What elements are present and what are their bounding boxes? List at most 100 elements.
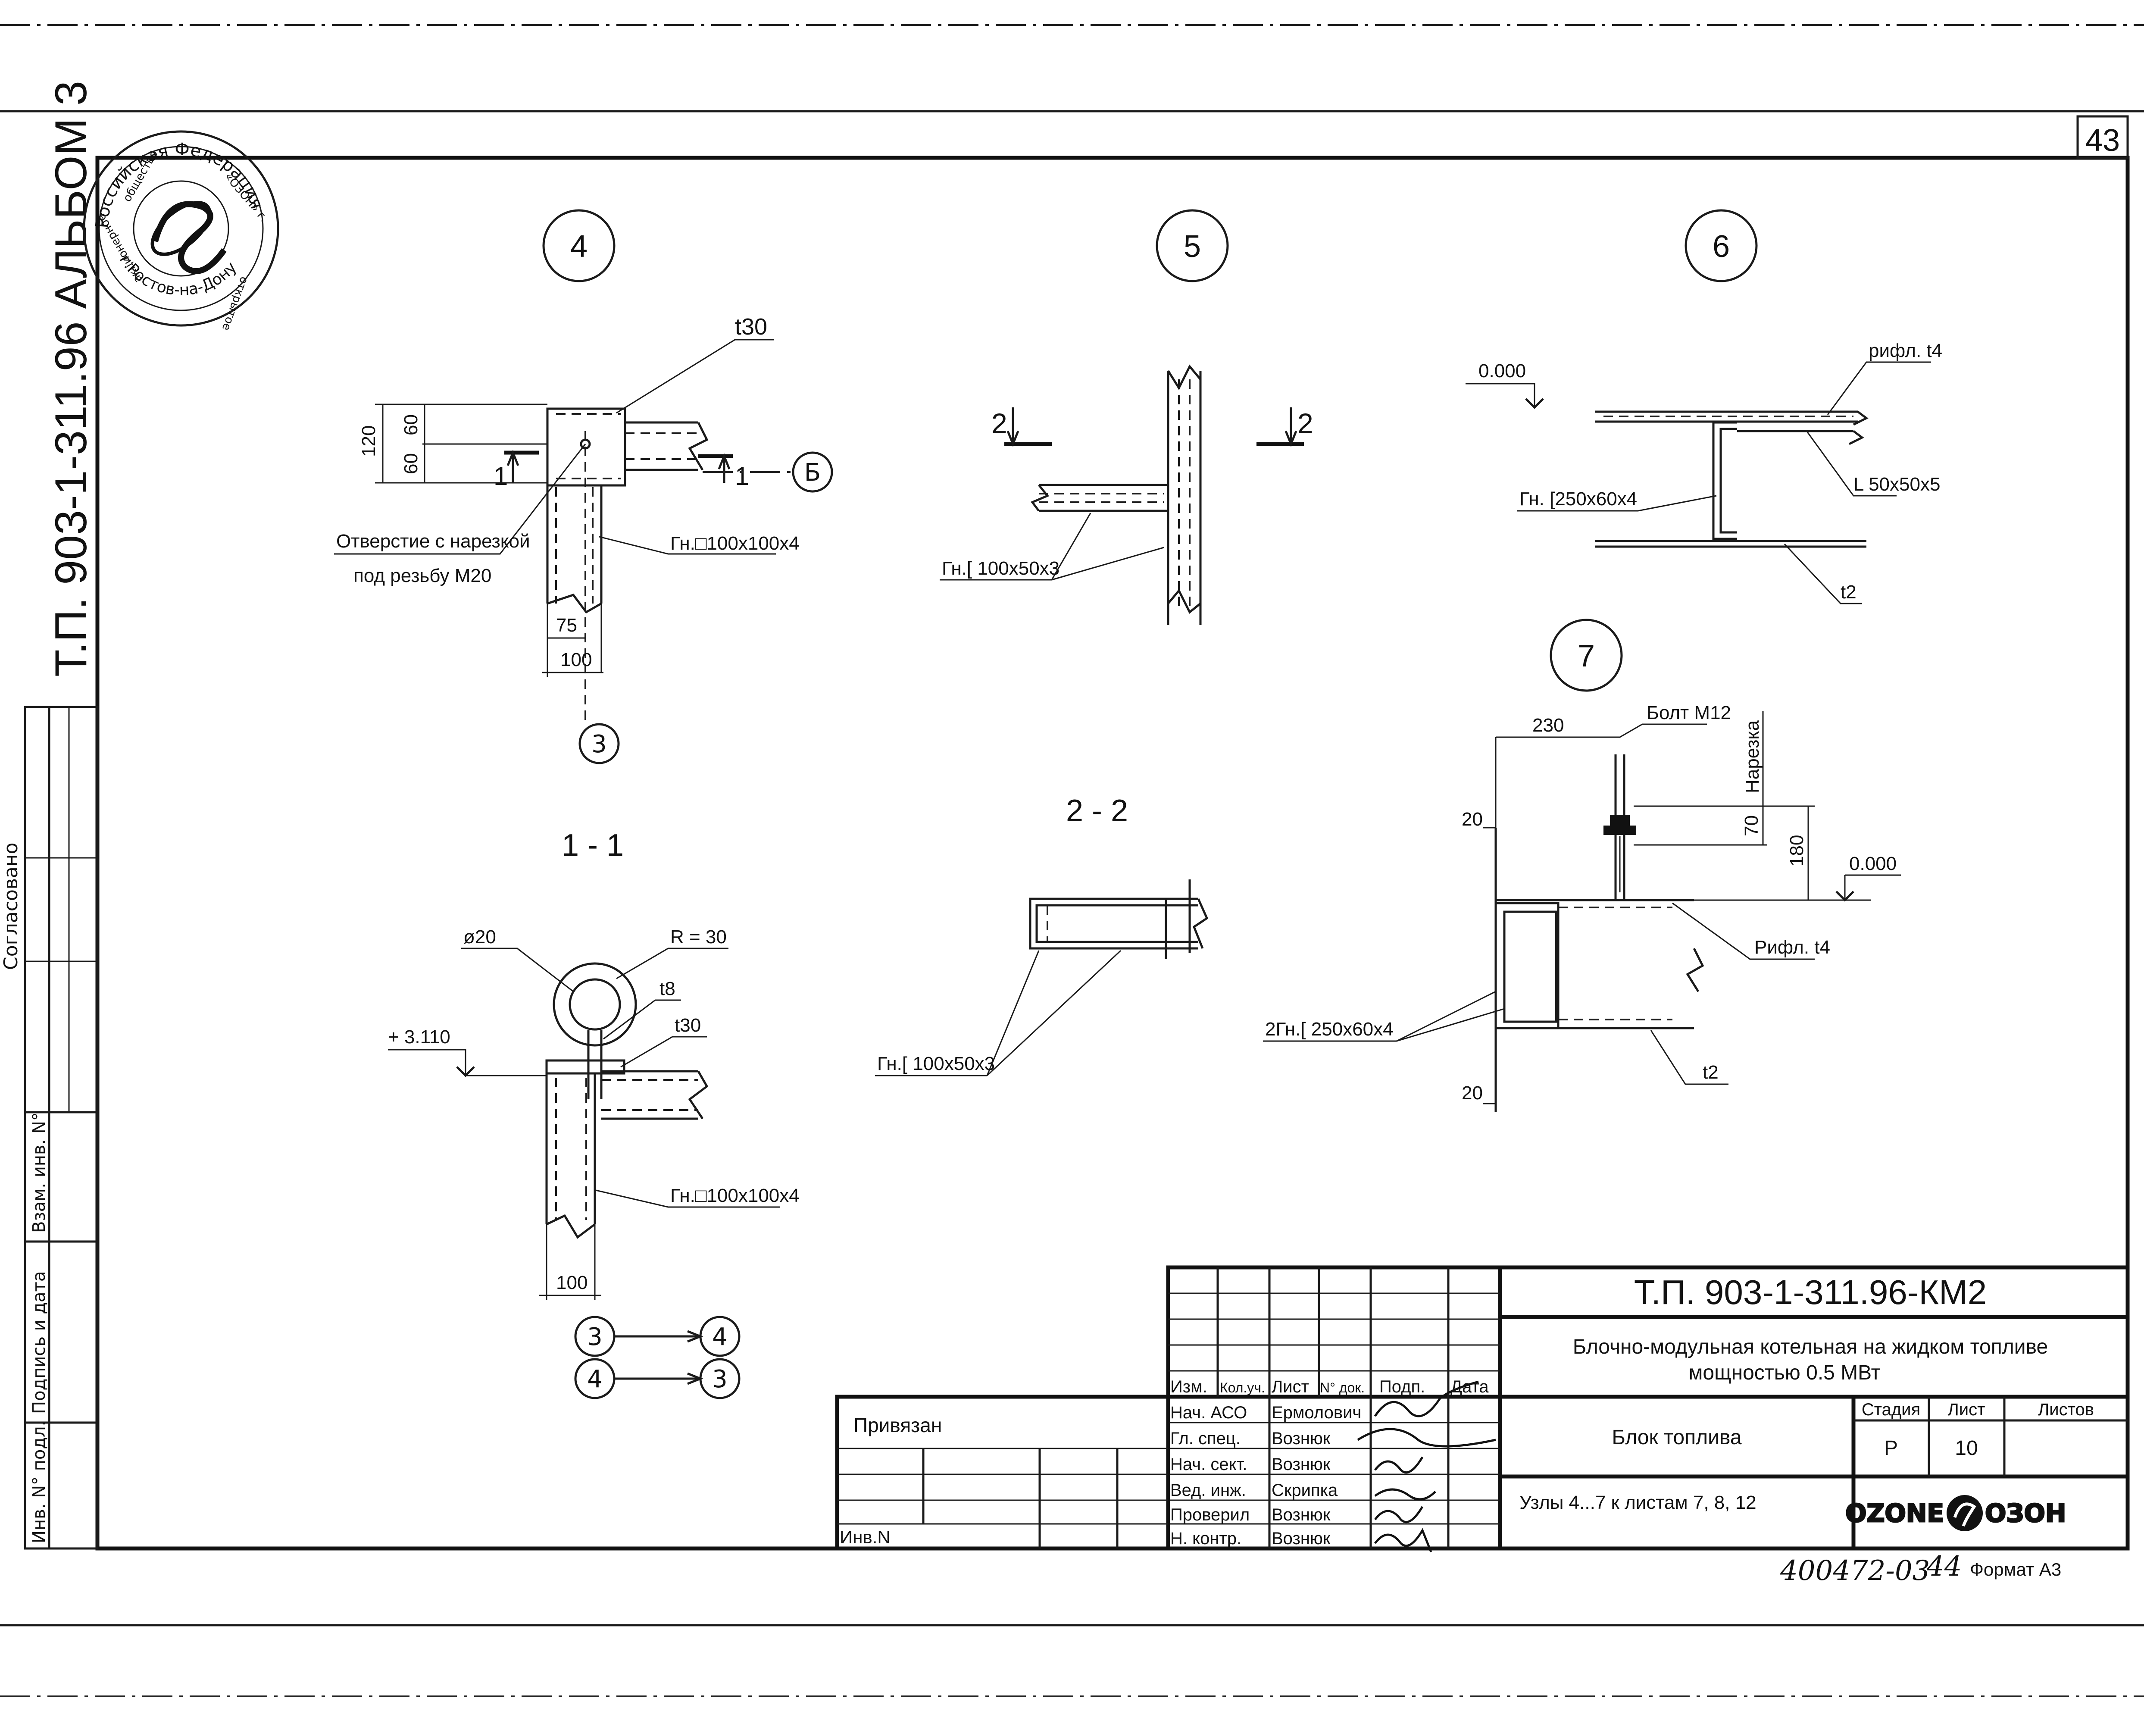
node-7-level: 0.000 xyxy=(1849,853,1897,874)
sheet-header: Лист xyxy=(1948,1400,1985,1419)
node-4-section-1a: 1 xyxy=(494,462,508,491)
title-block: Привязан Инв.N Изм. Кол.уч. Лист N° док.… xyxy=(835,1265,2130,1552)
node-4-hole-line1: Отверстие с нарезкой xyxy=(336,531,530,552)
ozone-logo: OZONE ОЗОН xyxy=(1845,1495,2067,1531)
node-4-section-1b: 1 xyxy=(735,462,749,491)
archive-number: 400472-03 xyxy=(1780,1555,1930,1587)
sheets-header: Листов xyxy=(2038,1400,2094,1419)
node-4-dim-60a: 60 xyxy=(400,414,422,435)
node-4-dim-120: 120 xyxy=(358,425,379,457)
node-6-t2: t2 xyxy=(1841,582,1856,603)
node-4-detail: 1 1 Б t30 Отверстие с нарезкой под резьб… xyxy=(334,314,833,764)
node-6-plate: рифл. t4 xyxy=(1869,340,1942,361)
section-1-1-tube: Гн.□100x100x4 xyxy=(670,1185,800,1206)
link-1-from: 3 xyxy=(587,1323,603,1351)
logo-right-text: ОЗОН xyxy=(1985,1498,2066,1528)
node-4-label: 4 xyxy=(570,229,588,264)
section-1-1-radius: R = 30 xyxy=(670,926,727,948)
stage-value: Р xyxy=(1884,1437,1898,1460)
project-title-line2: мощностью 0.5 МВт xyxy=(1688,1361,1880,1384)
node-4-ref-b: Б xyxy=(804,459,821,487)
section-1-1-diameter: ø20 xyxy=(463,926,496,948)
section-1-1-t8: t8 xyxy=(659,978,675,999)
node-5-label: 5 xyxy=(1184,229,1201,264)
project-title-line1: Блочно-модульная котельная на жидком топ… xyxy=(1573,1336,2048,1358)
logo-left-text: OZONE xyxy=(1845,1498,1944,1528)
node-4-hole-line2: под резьбу М20 xyxy=(353,565,491,586)
section-2-2: 2 - 2 Гн.[ 100x50x3 xyxy=(875,794,1209,1076)
node-7-bolt: Болт М12 xyxy=(1647,702,1731,723)
album-side-title: Т.П. 903-1-311.96 АЛЬБОМ 3 xyxy=(46,81,96,677)
role-4-name: Скрипка xyxy=(1272,1481,1338,1500)
scan-edge-lines xyxy=(0,24,2144,1697)
node-5-channel: Гн.[ 100x50x3 xyxy=(942,558,1059,579)
node-7-plate: Рифл. t4 xyxy=(1754,937,1830,958)
side-label-agreed: Согласовано xyxy=(0,842,22,970)
node-7-dim-230: 230 xyxy=(1532,715,1564,736)
sheet-number: 43 xyxy=(2085,123,2120,158)
title-block-inv: Инв.N xyxy=(840,1527,891,1547)
link-2-from: 4 xyxy=(587,1365,603,1393)
sheet-value: 10 xyxy=(1955,1437,1978,1460)
role-5-name: Вознюк xyxy=(1272,1505,1331,1524)
link-2-to: 3 xyxy=(712,1365,728,1393)
section-1-1-title: 1 - 1 xyxy=(562,828,624,863)
role-6-name: Вознюк xyxy=(1272,1529,1331,1548)
sheet-content-title: Узлы 4...7 к листам 7, 8, 12 xyxy=(1519,1492,1756,1513)
col-header-sign: Подп. xyxy=(1379,1377,1425,1396)
node-7-t2: t2 xyxy=(1703,1062,1719,1083)
signatures xyxy=(1357,1380,1496,1552)
node-circle-4: 4 xyxy=(542,209,616,282)
role-1: Нач. АСО xyxy=(1170,1403,1247,1422)
section-1-1: 1 - 1 + 3.110 ø20 R = 30 t8 t30 xyxy=(388,828,800,1399)
node-4-tube: Гн.□100x100x4 xyxy=(670,533,800,554)
node-6-detail: 0.000 рифл. t4 Гн. [250x60x4 L 50x50x5 t… xyxy=(1466,340,1942,604)
side-label-sign-date: Подпись и дата xyxy=(29,1271,49,1414)
company-stamp: Российская Федерация г.Ростов-на-Дону об… xyxy=(83,130,279,332)
col-header-doc: N° док. xyxy=(1320,1380,1365,1395)
node-circle-6: 6 xyxy=(1685,209,1758,282)
node-4-dim-75: 75 xyxy=(556,615,577,636)
node-7-dim-20a: 20 xyxy=(1462,809,1483,830)
role-6: Н. контр. xyxy=(1170,1529,1241,1548)
node-7-label: 7 xyxy=(1578,639,1595,673)
node-7-detail: 230 Болт М12 Нарезка 70 180 0.000 20 20 … xyxy=(1263,702,1901,1112)
node-6-channel: Гн. [250x60x4 xyxy=(1519,488,1637,510)
node-7-dim-20b: 20 xyxy=(1462,1082,1483,1104)
col-header-date: Дата xyxy=(1450,1377,1489,1396)
document-code: Т.П. 903-1-311.96-КМ2 xyxy=(1634,1273,1987,1311)
role-2-name: Вознюк xyxy=(1272,1429,1331,1448)
col-header-kolich: Кол.уч. xyxy=(1220,1380,1265,1395)
col-header-list: Лист xyxy=(1272,1377,1309,1396)
section-1-1-level: + 3.110 xyxy=(388,1026,450,1048)
role-3-name: Вознюк xyxy=(1272,1455,1331,1474)
node-5-detail: 2 2 Гн.[ 100x50x3 xyxy=(940,364,1313,625)
col-header-izm: Изм. xyxy=(1170,1377,1207,1396)
node-7-thread: Нарезка xyxy=(1742,720,1763,793)
side-label-inv-orig: Инв. N° подл. xyxy=(29,1421,49,1543)
node-4-t30: t30 xyxy=(735,314,767,340)
sheet-frame xyxy=(24,115,2130,1551)
section-2-2-channel: Гн.[ 100x50x3 xyxy=(877,1053,995,1074)
section-1-1-dim-100: 100 xyxy=(556,1272,588,1293)
section-2-2-title: 2 - 2 xyxy=(1066,794,1128,828)
format-label: Формат А3 xyxy=(1970,1559,2061,1580)
node-circle-5: 5 xyxy=(1156,209,1229,282)
node-7-dim-70: 70 xyxy=(1741,815,1762,836)
role-1-name: Ермолович xyxy=(1272,1403,1361,1422)
role-4: Вед. инж. xyxy=(1170,1481,1246,1500)
node-7-dim-180: 180 xyxy=(1786,835,1807,866)
node-4-dim-60b: 60 xyxy=(400,453,422,474)
stage-header: Стадия xyxy=(1862,1400,1920,1419)
node-4-dim-100: 100 xyxy=(560,649,592,670)
object-title: Блок топлива xyxy=(1612,1426,1741,1449)
side-label-replace-inv: Взам. инв. N° xyxy=(29,1112,49,1233)
node-6-label: 6 xyxy=(1713,229,1730,264)
title-block-bound: Привязан xyxy=(853,1414,942,1436)
node-4-ref-3: 3 xyxy=(591,730,607,758)
role-5: Проверил xyxy=(1170,1505,1250,1524)
node-6-level: 0.000 xyxy=(1478,360,1526,382)
section-1-1-t30: t30 xyxy=(675,1015,701,1036)
node-5-section-2a: 2 xyxy=(991,407,1007,439)
